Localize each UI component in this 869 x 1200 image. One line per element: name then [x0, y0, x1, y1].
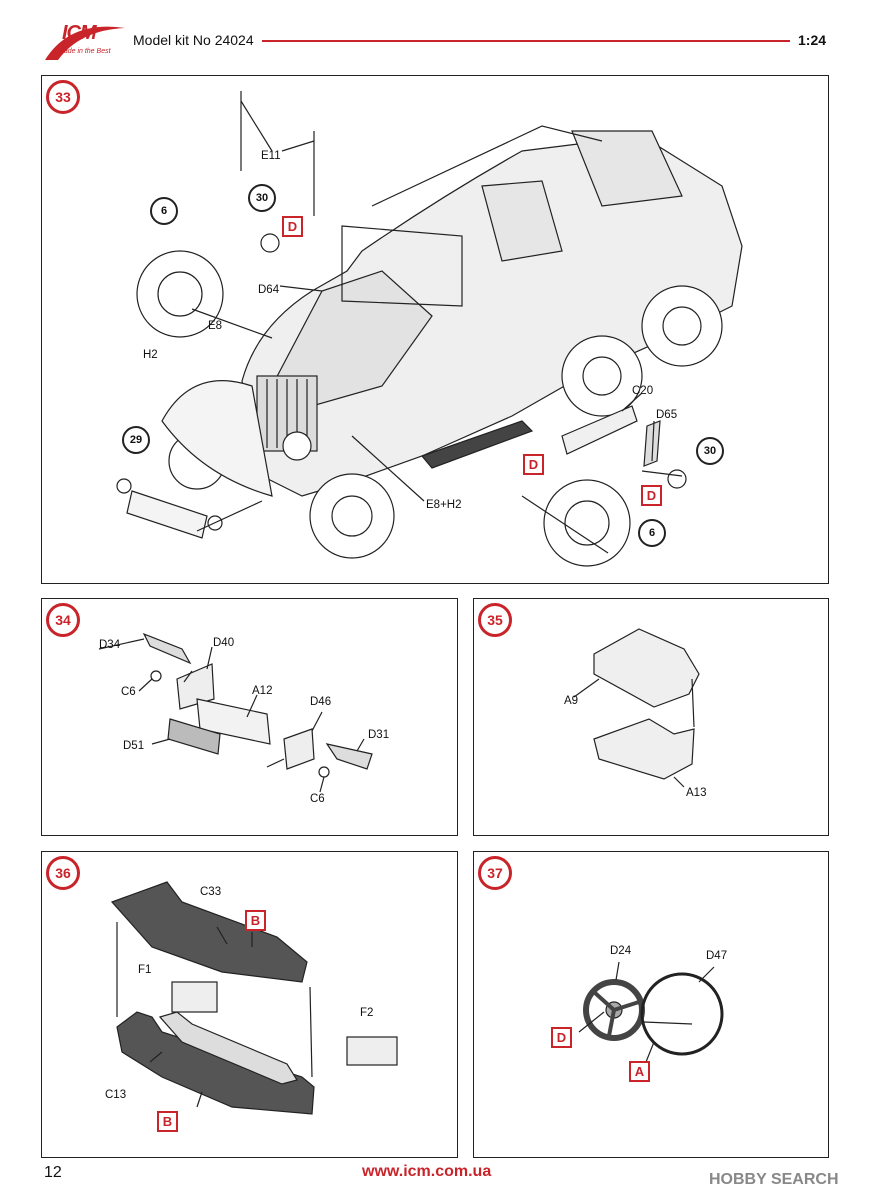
brand-tagline: Made in the Best	[58, 48, 111, 55]
part-label-e11: E11	[261, 150, 281, 162]
part-label-e8-h2: E8+H2	[426, 499, 462, 511]
part-label-c20: C20	[632, 385, 654, 397]
color-mark-d: D	[523, 454, 544, 475]
ref-step-30: 30	[248, 184, 276, 212]
header-rule	[262, 40, 790, 42]
icm-logo-swoosh	[45, 26, 125, 60]
step-number: 33	[46, 80, 80, 114]
ref-step-29: 29	[122, 426, 150, 454]
part-label-f2: F2	[360, 1007, 374, 1019]
part-label-d47: D47	[706, 950, 728, 962]
step-35-drawing	[573, 628, 700, 788]
part-label-a13: A13	[686, 787, 707, 799]
part-label-e8: E8	[208, 320, 223, 332]
step-37-panel: 37 D24 D47 D A	[473, 851, 829, 1158]
part-label-d64: D64	[258, 284, 280, 296]
step-number: 34	[46, 603, 80, 637]
step-34-drawing	[98, 632, 373, 793]
color-mark-a: A	[629, 1061, 650, 1082]
color-mark-b: B	[157, 1111, 178, 1132]
color-mark-d: D	[551, 1027, 572, 1048]
ref-step-6: 6	[638, 519, 666, 547]
part-label-c6: C6	[310, 793, 325, 805]
part-label-d40: D40	[213, 637, 235, 649]
brand-logo: ICM	[62, 22, 97, 44]
watermark: HOBBY SEARCH	[709, 1171, 839, 1188]
part-label-h2: H2	[143, 349, 158, 361]
part-label-d24: D24	[610, 945, 632, 957]
step-33-panel: 33 E11 6 30 D D64 E8 H2 29 C20 D65 D 30 …	[41, 75, 829, 584]
part-label-a12: A12	[252, 685, 273, 697]
part-label-c6: C6	[121, 686, 136, 698]
ref-step-6: 6	[150, 197, 178, 225]
part-label-d31: D31	[368, 729, 390, 741]
step-33-drawing	[116, 91, 743, 567]
part-label-c13: C13	[105, 1089, 127, 1101]
part-label-a9: A9	[564, 695, 579, 707]
page-title: Model kit No 24024	[133, 32, 254, 48]
part-label-d34: D34	[99, 639, 121, 651]
step-36-drawing	[110, 881, 398, 1115]
color-mark-b: B	[245, 910, 266, 931]
step-number: 35	[478, 603, 512, 637]
ref-step-30: 30	[696, 437, 724, 465]
part-label-d65: D65	[656, 409, 678, 421]
part-label-d46: D46	[310, 696, 332, 708]
step-number: 37	[478, 856, 512, 890]
part-label-c33: C33	[200, 886, 222, 898]
step-number: 36	[46, 856, 80, 890]
step-35-panel: 35 A9 A13	[473, 598, 829, 836]
page-number: 12	[44, 1164, 62, 1181]
step-36-panel: 36 C33 B F1 F2 C13 B	[41, 851, 458, 1158]
part-label-f1: F1	[138, 964, 152, 976]
part-label-d51: D51	[123, 740, 145, 752]
color-mark-d: D	[641, 485, 662, 506]
scale-label: 1:24	[798, 32, 827, 48]
footer-url-link[interactable]: www.icm.com.ua	[362, 1163, 492, 1180]
step-37-drawing	[578, 961, 724, 1063]
color-mark-d: D	[282, 216, 303, 237]
step-34-panel: 34 D34 D40 C6 A12 D46 D31 D51 C6	[41, 598, 458, 836]
